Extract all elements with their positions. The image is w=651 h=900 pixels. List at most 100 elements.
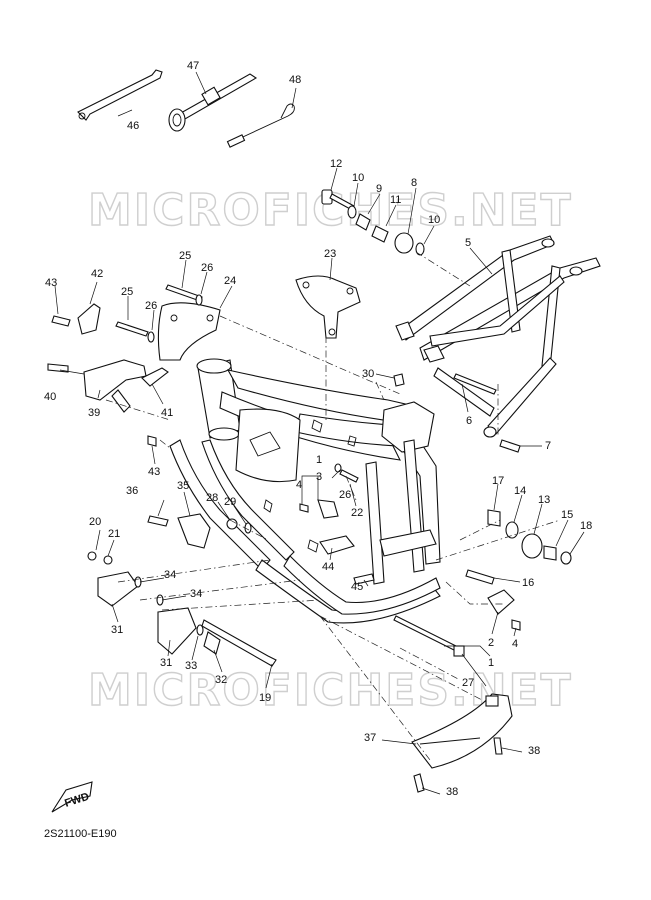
label-17: 17 [492,475,504,487]
label-14: 14 [514,485,526,497]
label-33: 33 [185,660,197,672]
bracket-3 [317,499,339,519]
bracket-24 [157,302,221,361]
socket-wrench-47 [168,73,258,132]
collar-15 [543,545,557,561]
label-1b: 1 [488,657,494,669]
label-47: 47 [187,60,199,72]
bolt-4b [511,619,521,631]
label-44: 44 [322,561,334,573]
label-30: 30 [362,368,374,380]
leader-lines [54,71,585,795]
label-11: 11 [390,194,401,206]
label-24: 24 [224,275,236,287]
label-38b: 38 [446,786,458,798]
label-10a: 10 [352,172,364,184]
washer-10a [347,205,357,219]
pedal-41 [141,367,169,387]
label-31a: 31 [111,624,123,636]
bolt-45 [353,573,375,585]
bushing-8 [394,232,414,254]
collar-32 [203,631,221,655]
label-2: 2 [488,637,494,649]
washer-10b [415,242,425,256]
collar-28 [226,518,238,530]
bracket-31b [157,607,197,655]
bracket-44 [319,535,355,555]
label-22: 22 [351,507,363,519]
collar-9 [355,213,371,231]
label-29: 29 [224,496,236,508]
label-26b: 26 [145,300,157,312]
bolt-40 [47,363,69,373]
label-8: 8 [411,177,417,189]
label-31b: 31 [160,657,172,669]
label-25a: 25 [179,250,191,262]
label-16: 16 [522,577,534,589]
washer-33 [196,624,204,636]
label-13: 13 [538,494,550,506]
label-18: 18 [580,520,592,532]
part-labels: 46 47 48 12 10 9 11 8 10 5 23 24 25 26 2… [44,60,592,798]
label-36: 36 [126,485,138,497]
label-46: 46 [127,120,139,132]
bolt-16 [465,569,495,585]
label-9: 9 [376,183,382,195]
bracket-42 [77,303,101,335]
bolt-43a [51,315,71,327]
label-43a: 43 [45,277,57,289]
label-3: 3 [316,471,322,483]
bracket-2 [487,589,515,615]
label-15: 15 [561,509,573,521]
label-41: 41 [161,407,173,419]
bolt-6 [453,373,497,395]
guard-35 [177,513,211,549]
main-frame [169,358,441,624]
label-38a: 38 [528,745,540,757]
bolt-27 [393,615,461,653]
assembly-lines [105,251,561,761]
label-4b: 4 [512,638,518,650]
label-19: 19 [259,692,271,704]
label-1a: 1 [316,454,322,466]
bolt-36 [147,515,169,527]
label-32: 32 [215,674,227,686]
label-26c: 26 [339,489,351,501]
label-40: 40 [44,391,56,403]
bolt-22 [339,469,359,483]
washer-26c [334,463,342,473]
label-26a: 26 [201,262,213,274]
label-43b: 43 [148,466,160,478]
label-45: 45 [351,581,363,593]
label-48: 48 [289,74,301,86]
collar-11 [371,225,389,243]
bolt-19 [201,619,277,667]
seal-14 [505,521,519,539]
pedal-assembly-39 [83,359,147,413]
wrench-46 [77,69,163,121]
label-35: 35 [177,480,189,492]
washer-18 [560,551,572,565]
bearing-13 [521,533,543,559]
label-25b: 25 [121,286,133,298]
label-34a: 34 [164,569,176,581]
label-5: 5 [465,237,471,249]
label-23: 23 [324,248,336,260]
label-42: 42 [91,268,103,280]
nut-20 [87,551,97,561]
label-28: 28 [206,492,218,504]
fwd-arrow-icon: FWD [51,781,93,813]
label-12: 12 [330,158,342,170]
label-7: 7 [545,440,551,452]
bolt-4a [299,503,309,513]
label-20: 20 [89,516,101,528]
rear-frame-5 [395,235,601,438]
diagram-code: 2S21100-E190 [44,828,117,840]
washer-26b [147,331,155,343]
label-37: 37 [364,732,376,744]
skid-plate-37 [411,693,513,769]
washer-26a [195,294,203,306]
label-10b: 10 [428,214,440,226]
nut-30 [393,373,405,387]
